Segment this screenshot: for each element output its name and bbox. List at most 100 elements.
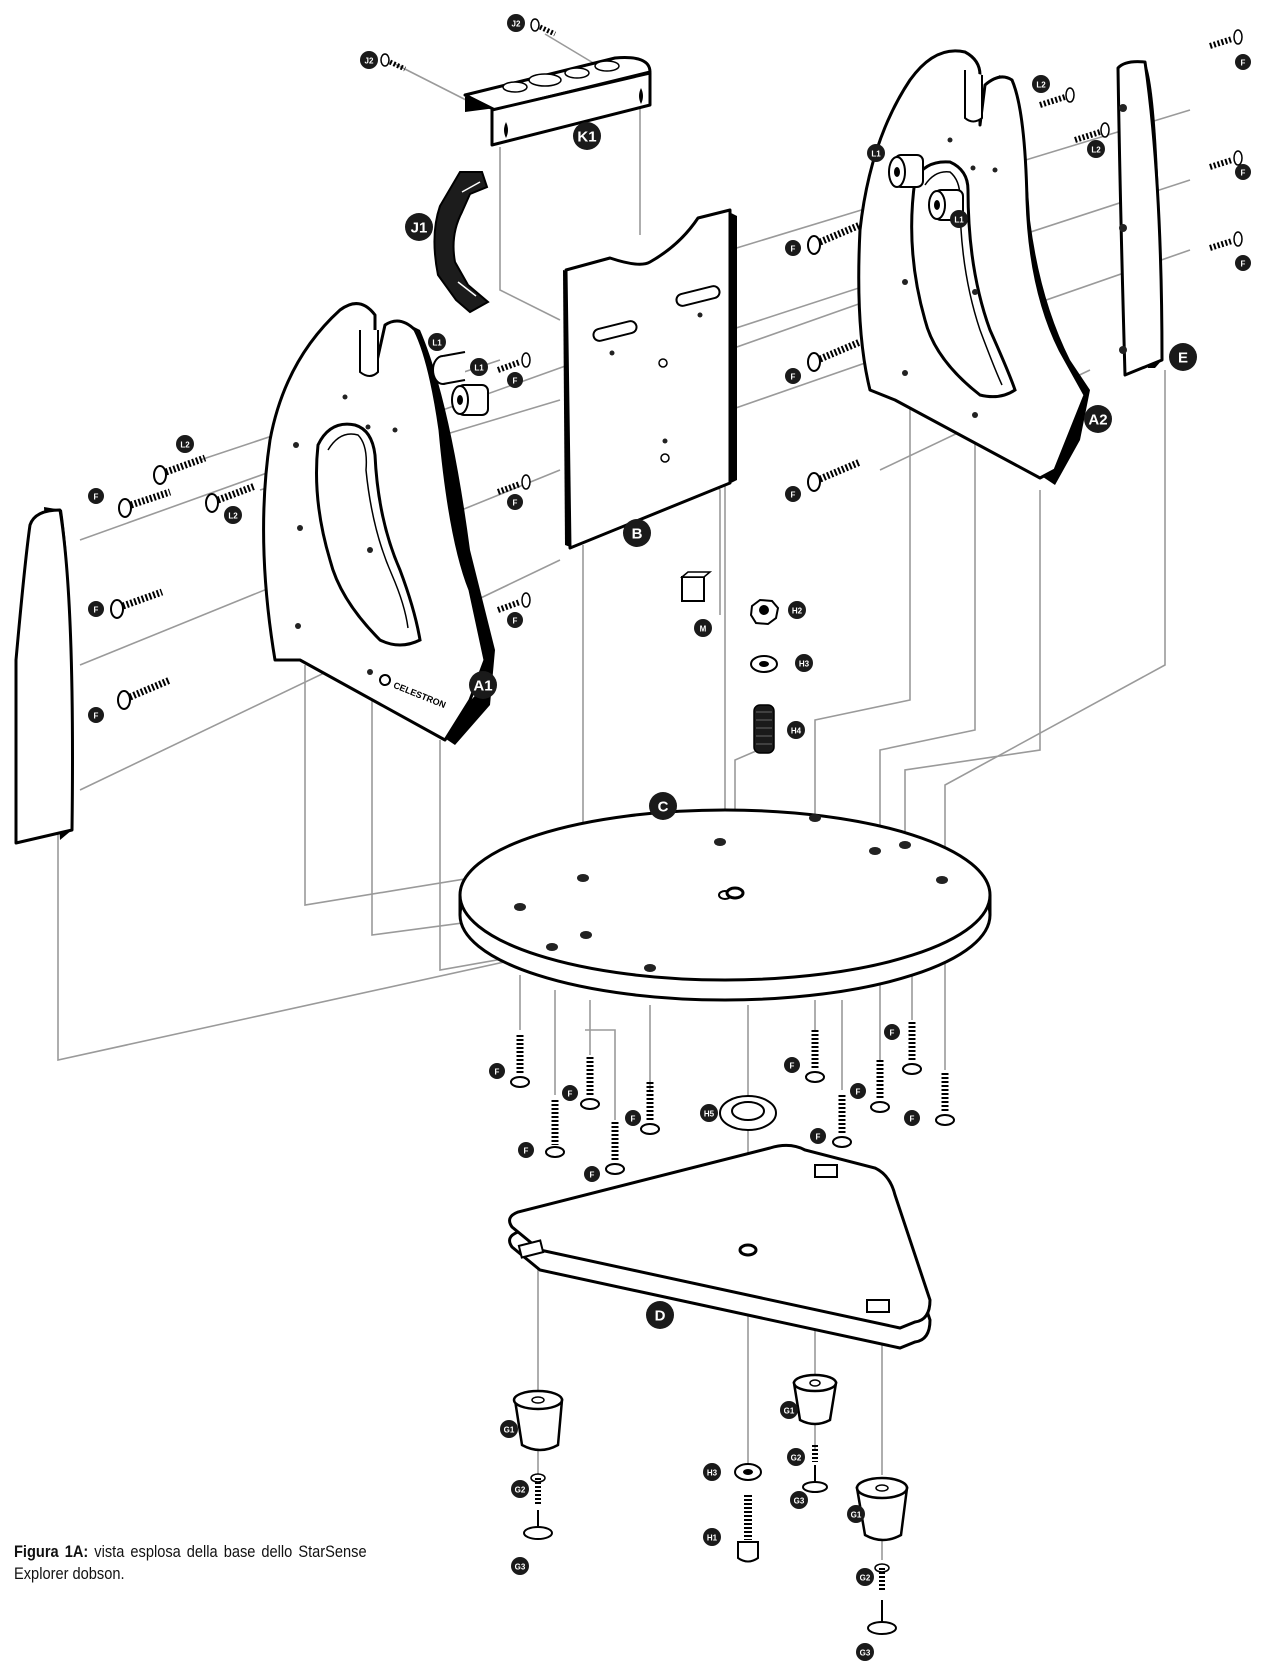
label-g3-right: G3	[856, 1643, 874, 1661]
screw-f-v7	[832, 1095, 852, 1148]
label-f-1: F	[88, 488, 104, 504]
svg-text:F: F	[94, 493, 99, 502]
svg-text:J2: J2	[512, 20, 521, 29]
label-g2-left: G2	[511, 1480, 529, 1498]
plate-m	[679, 571, 713, 602]
round-base-c	[458, 808, 992, 1002]
svg-text:F: F	[791, 491, 796, 500]
svg-text:B: B	[632, 526, 643, 543]
label-f-17: F	[584, 1166, 600, 1182]
label-g2-mid: G2	[787, 1448, 805, 1466]
svg-text:J2: J2	[365, 57, 374, 66]
svg-text:M: M	[700, 625, 707, 634]
screw-f-v8	[870, 1060, 890, 1113]
svg-text:F: F	[524, 1147, 529, 1156]
screw-l2-left-a	[153, 454, 207, 485]
svg-text:G1: G1	[784, 1407, 795, 1416]
label-f-9: F	[785, 486, 801, 502]
label-f-16: F	[518, 1142, 534, 1158]
label-l1-c: L1	[867, 144, 885, 162]
svg-text:E: E	[1178, 350, 1188, 367]
label-j1: J1	[405, 213, 433, 241]
label-a2: A2	[1084, 405, 1112, 433]
screw-f-v9	[902, 1022, 922, 1075]
screw-j2-left	[380, 53, 407, 72]
screw-f-b-mid-2	[807, 338, 862, 372]
screws-vertical-under-c	[510, 1022, 955, 1175]
svg-text:L2: L2	[228, 512, 238, 521]
label-f-2: F	[88, 601, 104, 617]
svg-text:G2: G2	[515, 1486, 526, 1495]
svg-text:L1: L1	[871, 150, 881, 159]
screw-f-right-3	[1209, 231, 1243, 251]
screw-f-v4	[605, 1122, 625, 1175]
pad-g3-right	[867, 1600, 897, 1635]
screw-j2-top	[530, 18, 557, 37]
label-h4: H4	[787, 721, 805, 739]
label-h3-upper: H3	[795, 654, 813, 672]
svg-text:G2: G2	[791, 1454, 802, 1463]
label-f-3: F	[88, 707, 104, 723]
foot-g1-left	[512, 1389, 564, 1452]
svg-text:H1: H1	[707, 1534, 718, 1543]
part-labels: K1 J1 B A1 A2 E C D J2 J2 L1 L1 L1 L1 L2…	[88, 14, 1251, 1661]
label-l2-c: L2	[1032, 75, 1050, 93]
screw-l2-right-a	[1039, 87, 1075, 108]
label-f-12: F	[1235, 255, 1251, 271]
screw-f-right-1	[1209, 29, 1243, 49]
svg-text:F: F	[1241, 59, 1246, 68]
svg-text:F: F	[513, 617, 518, 626]
label-j2-left: J2	[360, 51, 378, 69]
label-f-6: F	[507, 612, 523, 628]
label-l1-a: L1	[428, 333, 446, 351]
label-b: B	[623, 519, 651, 547]
label-l1-b: L1	[470, 358, 488, 376]
label-e: E	[1169, 343, 1197, 371]
svg-text:F: F	[631, 1115, 636, 1124]
label-l2-d: L2	[1087, 140, 1105, 158]
label-f-5: F	[507, 494, 523, 510]
nut-h2	[749, 598, 780, 626]
screw-f-left-mid	[110, 588, 164, 619]
left-rail-panel	[14, 507, 74, 845]
label-f-10: F	[1235, 54, 1251, 70]
screw-f-short-1	[496, 352, 531, 373]
label-g1-right: G1	[847, 1505, 865, 1523]
svg-text:G3: G3	[515, 1563, 526, 1572]
screw-f-right-2	[1209, 150, 1243, 170]
foot-g1-right	[855, 1476, 909, 1542]
svg-text:H4: H4	[791, 727, 802, 736]
bushing-l1-left-b	[451, 384, 489, 416]
handle-j1	[433, 171, 490, 314]
label-g3-mid: G3	[790, 1491, 808, 1509]
label-f-22: F	[810, 1128, 826, 1144]
screw-f-v6	[805, 1030, 825, 1083]
svg-text:A2: A2	[1088, 412, 1107, 429]
screw-f-b-mid-3	[807, 458, 862, 492]
label-f-14: F	[562, 1085, 578, 1101]
svg-text:D: D	[655, 1308, 666, 1325]
svg-text:F: F	[1241, 260, 1246, 269]
label-h1: H1	[703, 1528, 721, 1546]
label-f-21: F	[904, 1110, 920, 1126]
bolt-h1	[737, 1495, 759, 1563]
pad-g3-mid	[802, 1465, 828, 1493]
svg-text:L1: L1	[954, 216, 964, 225]
label-f-15: F	[625, 1110, 641, 1126]
label-k1: K1	[573, 122, 601, 150]
figure-caption: Figura 1A: vista esplosa della base dell…	[14, 1541, 367, 1585]
svg-text:F: F	[513, 499, 518, 508]
svg-text:F: F	[568, 1090, 573, 1099]
label-c: C	[649, 792, 677, 820]
right-rail-e	[1116, 60, 1164, 377]
screw-f-v3	[580, 1057, 600, 1110]
svg-text:L2: L2	[1091, 146, 1101, 155]
svg-text:L2: L2	[1036, 81, 1046, 90]
svg-text:F: F	[513, 377, 518, 386]
label-d: D	[646, 1301, 674, 1329]
svg-text:F: F	[495, 1068, 500, 1077]
svg-text:G3: G3	[794, 1497, 805, 1506]
screw-f-b-mid-1	[807, 221, 862, 255]
bolt-h4	[753, 704, 775, 754]
